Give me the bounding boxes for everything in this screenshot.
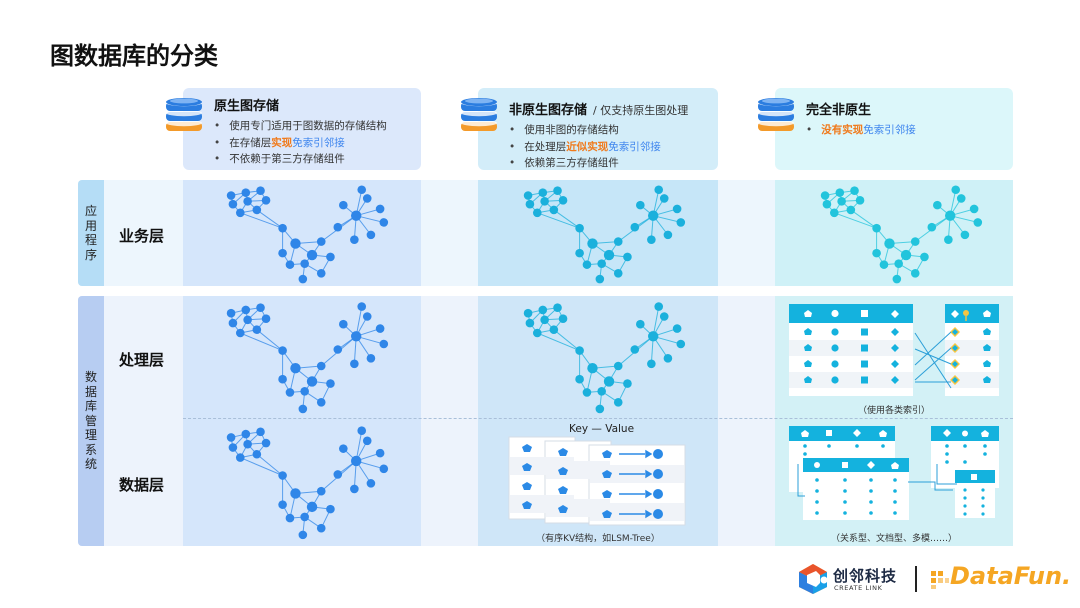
column-title: 完全非原生 [806,103,872,118]
graph-illustration [226,185,389,284]
kv-structure-illustration [508,436,686,526]
cell-non-native-business [478,180,718,286]
multi-model-illustration [789,426,999,520]
bullet-text: 使用非图的存储结构 [524,124,619,136]
index-tables-illustration [789,304,999,396]
column-header-non-native-storage: 非原生图存储/ 仅支持原生图处理 使用非图的存储结构在处理层近似实现免索引邻接依… [509,99,688,172]
highlight-orange: 没有实现 [821,124,864,136]
highlight-blue: 免索引邻接 [608,140,661,153]
graph-illustration [820,185,983,284]
bullet-item: 在处理层近似实现免索引邻接 [509,139,688,156]
business-layer-label: 业务层 [119,227,165,245]
processing-layer-label: 处理层 [119,351,165,369]
column-header-fully-non-native: 完全非原生 没有实现免索引邻接 [806,99,916,139]
bullet-item: 不依赖于第三方存储组件 [214,151,387,168]
graph-illustration [226,426,389,540]
bullet-item: 没有实现免索引邻接 [806,122,916,139]
highlight-blue: 免索引邻接 [292,136,345,149]
cell-native-business [183,180,421,286]
logo-separator [915,566,917,592]
database-icon [758,98,794,131]
column-title: 非原生图存储 [509,103,588,118]
bullet-item: 依赖第三方存储组件 [509,155,688,172]
highlight-orange: 实现 [271,136,293,149]
column-title: 原生图存储 [214,99,280,114]
bullet-list: 没有实现免索引邻接 [806,122,916,139]
graph-illustration [226,302,389,414]
graph-illustration [523,302,686,414]
highlight-orange: 近似实现 [566,140,609,153]
application-vertical-label: 应用程序 [84,204,97,262]
column-note: / 仅支持原生图处理 [593,104,689,117]
bullet-list: 使用专门适用于图数据的存储结构在存储层实现免索引邻接不依赖于第三方存储组件 [214,118,387,168]
bullet-text: 在存储层 [229,136,272,149]
bullet-text: 使用专门适用于图数据的存储结构 [229,120,387,132]
dbms-tab [78,296,104,546]
datafun-logo: DataFun. [950,562,1072,590]
createlink-logo-icon [799,564,828,594]
bullet-item: 使用专门适用于图数据的存储结构 [214,118,387,135]
bullet-text: 不依赖于第三方存储组件 [229,153,345,165]
database-icon [166,98,202,131]
datafun-logo-icon [931,571,949,589]
cell-native-dbms [183,296,421,546]
createlink-name: 创邻科技 [833,567,898,585]
bullet-item: 在存储层实现免索引邻接 [214,135,387,152]
application-tab [78,180,104,286]
page-title: 图数据库的分类 [50,42,218,70]
kv-caption: （有序KV结构，如LSM-Tree） [536,534,660,544]
database-icon [461,98,497,131]
index-caption: （使用各类索引） [857,406,930,416]
data-layer-label: 数据层 [119,476,165,494]
cell-fully-non-native-business [775,180,1013,286]
bullet-text: 在处理层 [524,140,567,153]
bullet-text: 依赖第三方存储组件 [524,157,619,169]
bullet-list: 使用非图的存储结构在处理层近似实现免索引邻接依赖第三方存储组件 [509,122,688,172]
kv-title: Key — Value [569,423,635,435]
column-header-native: 原生图存储 使用专门适用于图数据的存储结构在存储层实现免索引邻接不依赖于第三方存… [214,95,387,168]
graph-illustration [523,185,686,284]
multi-model-caption: （关系型、文档型、多模……） [830,534,957,544]
dbms-vertical-label: 数据库管理系统 [84,370,97,471]
createlink-subtitle: CREATE LINK [834,584,883,592]
highlight-blue: 免索引邻接 [863,124,916,136]
bullet-item: 使用非图的存储结构 [509,122,688,139]
layer-divider [183,418,1013,419]
